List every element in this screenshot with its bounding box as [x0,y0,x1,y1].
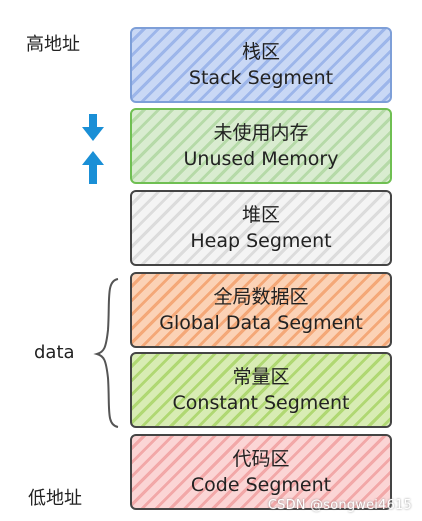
segment-unused-en: Unused Memory [183,148,339,170]
data-brace-icon [93,278,119,428]
segment-global-data: 全局数据区 Global Data Segment [130,272,392,348]
segment-code-cn: 代码区 [232,448,290,470]
segment-stack: 栈区 Stack Segment [130,27,392,103]
segment-heap-en: Heap Segment [190,230,332,252]
segment-stack-en: Stack Segment [188,67,334,89]
segment-heap: 堆区 Heap Segment [130,190,392,266]
segment-constant: 常量区 Constant Segment [130,352,392,428]
data-group-label: data [34,342,75,363]
growth-arrows-icon [82,114,104,184]
segment-code: 代码区 Code Segment [130,434,392,510]
segment-global-data-en: Global Data Segment [159,312,363,334]
segment-unused-cn: 未使用内存 [213,122,309,144]
segment-global-data-cn: 全局数据区 [213,286,309,308]
watermark: CSDN @songwei4615 [267,498,412,513]
high-address-label: 高地址 [26,34,80,55]
segment-heap-cn: 堆区 [241,204,280,226]
segment-unused: 未使用内存 Unused Memory [130,108,392,184]
low-address-label: 低地址 [28,488,82,509]
segment-code-en: Code Segment [190,474,332,496]
segment-constant-cn: 常量区 [232,366,290,388]
segment-stack-cn: 栈区 [241,41,280,63]
segment-constant-en: Constant Segment [172,392,350,414]
